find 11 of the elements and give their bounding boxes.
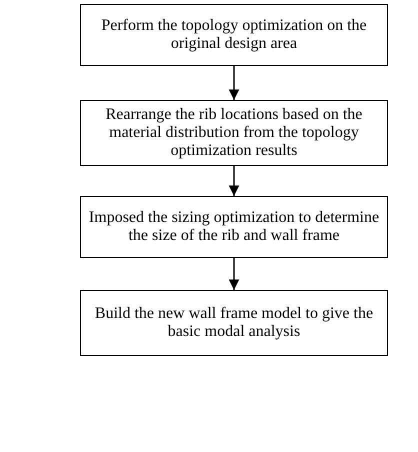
step-text: Build the new wall frame model to give the basic modal analysis <box>94 305 374 341</box>
arrow <box>228 258 240 290</box>
step-text: Imposed the sizing optimization to determine the size of the rib and wall frame <box>88 209 380 245</box>
process-box <box>80 196 388 258</box>
step-text: Rearrange the rib locations based on the material distribution from the topology optimization results <box>104 106 364 160</box>
process-box <box>80 100 388 166</box>
process-box <box>80 4 388 66</box>
process-box <box>80 290 388 356</box>
arrow <box>228 166 240 196</box>
step-text: Perform the topology optimization on the original design area <box>100 17 368 53</box>
arrow <box>228 66 240 100</box>
